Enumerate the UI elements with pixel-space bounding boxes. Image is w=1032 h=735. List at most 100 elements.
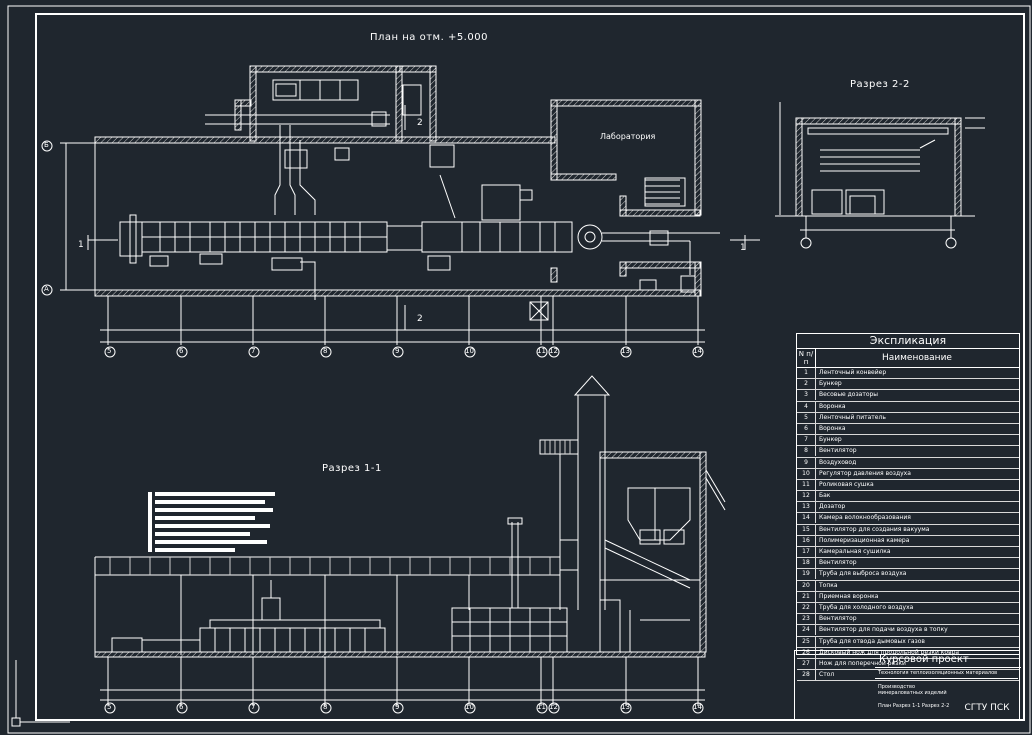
section-axis-label: 14	[693, 703, 702, 711]
explication-row-name: Бак	[819, 492, 831, 500]
section-axis-markers	[104, 702, 704, 714]
explication-row-number: 7	[797, 435, 816, 446]
section-axis-label: 11	[537, 703, 546, 711]
section-legend-block	[148, 492, 275, 552]
plan-axis-label: 11	[537, 347, 546, 355]
explication-row-number: 21	[797, 591, 816, 602]
explication-row-name: Нож для поперечной резки	[819, 659, 906, 667]
explication-row-number: 25	[797, 636, 816, 647]
explication-row-number: 11	[797, 479, 816, 490]
plan-axis-label: 6	[179, 347, 184, 355]
explication-row-name: Ленточный конвейер	[819, 369, 887, 376]
section-axis-label: 5	[107, 703, 112, 711]
explication-row-name: Стол	[819, 671, 835, 679]
section-axis-label: 13	[621, 703, 630, 711]
explication-row-name: Дисковый нож для продольной резки ковра	[819, 648, 960, 656]
explication-row-number: 19	[797, 569, 816, 580]
organization-label: СГТУ ПСК	[964, 703, 1010, 713]
explication-row-number: 5	[797, 412, 816, 423]
explication-col-no: N п/п	[797, 349, 816, 368]
explication-row-number: 14	[797, 513, 816, 524]
explication-row-name: Регулятор давления воздуха	[819, 469, 911, 477]
section-22-title: Разрез 2-2	[850, 79, 910, 90]
section-axis-label: 8	[323, 703, 328, 711]
project-subtitle: Технология теплоизоляционных материалов	[875, 668, 1018, 679]
plan-title: План на отм. +5.000	[370, 32, 488, 43]
section-11-title: Разрез 1-1	[322, 463, 382, 474]
inner-frame	[35, 13, 1025, 721]
explication-row-number: 23	[797, 614, 816, 625]
explication-row-name: Вентилятор	[819, 559, 857, 567]
plan-axis-label: 7	[251, 347, 256, 355]
explication-row-name: Бункер	[819, 380, 842, 388]
ucs-axis-icon	[11, 660, 70, 727]
explication-row-number: 8	[797, 446, 816, 457]
explication-row-name: Воронка	[819, 402, 846, 410]
explication-row-number: 6	[797, 423, 816, 434]
plan-axis-label: 12	[549, 347, 558, 355]
cut-mark-label: 1	[740, 243, 746, 253]
explication-row-number: 17	[797, 547, 816, 557]
section-axis-label: 12	[549, 703, 558, 711]
section-axis-label: 10	[465, 703, 474, 711]
explication-row-number: 9	[797, 457, 816, 468]
explication-row-number: 16	[797, 535, 816, 546]
section-11-view	[94, 375, 726, 706]
cut-mark-label: 2	[417, 118, 423, 128]
section-axis-label: 7	[251, 703, 256, 711]
explication-row-name: Приемная воронка	[819, 592, 879, 600]
section-axis-label: 6	[179, 703, 184, 711]
explication-row-name: Полимеризационная камера	[819, 536, 910, 544]
explication-row-name: Труба для отвода дымовых газов	[819, 637, 925, 645]
plan-view	[60, 65, 760, 345]
plan-axis-label: 13	[621, 347, 630, 355]
explication-row-number: 20	[797, 580, 816, 591]
explication-row-name: Ленточный питатель	[819, 413, 886, 421]
explication-row-number: 2	[797, 379, 816, 390]
outer-frame	[7, 5, 1031, 734]
explication-row-name: Вентилятор	[819, 447, 857, 455]
sheet-contents: План Разрез 1-1 Разрез 2-2	[878, 703, 950, 709]
explication-title: Экспликация	[797, 334, 1019, 349]
explication-row-name: Топка	[819, 581, 838, 589]
explication-row-number: 22	[797, 602, 816, 613]
explication-row-name: Труба для холодного воздуха	[819, 603, 914, 611]
explication-row-name: Дозатор	[819, 503, 846, 511]
explication-row-number: 4	[797, 401, 816, 412]
title-block: Курсовой проект Технология теплоизоляцио…	[794, 650, 1021, 720]
explication-row-name: Труба для выброса воздуха	[819, 570, 907, 578]
explication-row-number: 18	[797, 558, 816, 569]
plan-axis-label: 9	[395, 347, 400, 355]
explication-row-number: 26	[797, 647, 816, 658]
project-title: Курсовой проект	[875, 653, 1021, 668]
explication-row-number: 27	[797, 658, 816, 669]
axis-letter-a: А	[44, 285, 49, 293]
cut-mark-label: 2	[417, 314, 423, 324]
explication-row-name: Камеральная сушилка	[819, 548, 891, 555]
explication-row-name: Бункер	[819, 436, 842, 444]
plan-axis-label: 8	[323, 347, 328, 355]
explication-row-number: 28	[797, 670, 816, 681]
